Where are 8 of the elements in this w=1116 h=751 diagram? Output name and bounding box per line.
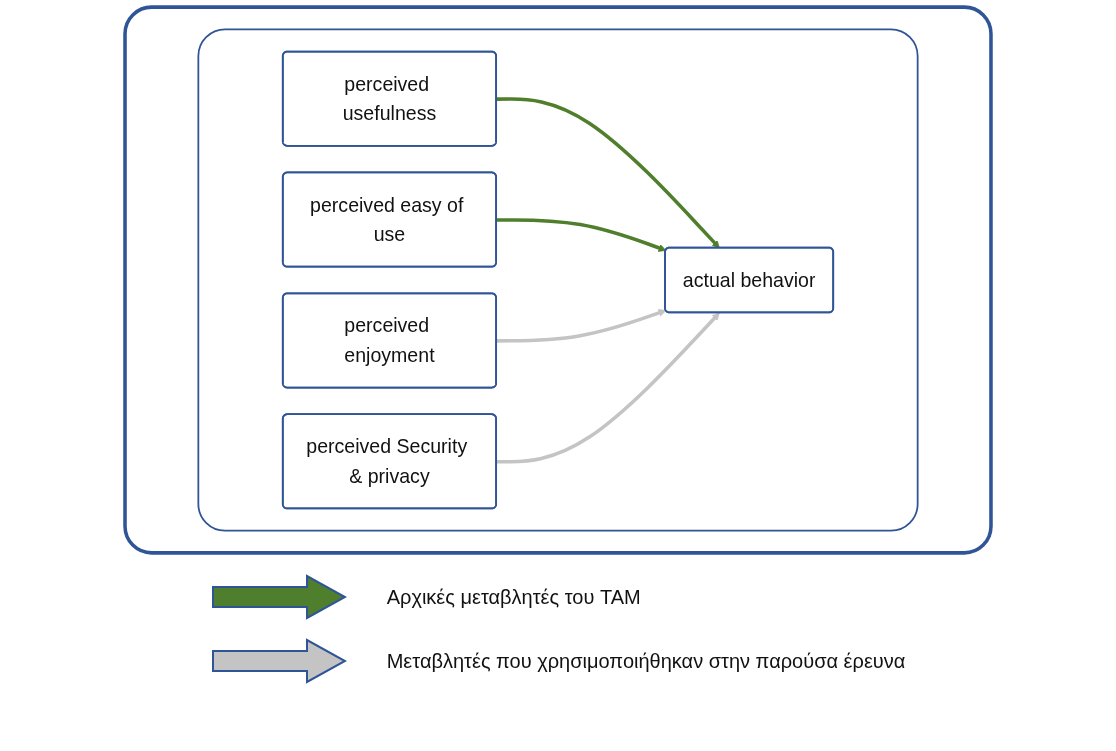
arrow bbox=[496, 312, 720, 464]
arrow bbox=[496, 309, 667, 343]
cluster bbox=[197, 28, 919, 532]
arrow bbox=[496, 97, 720, 249]
arrow bbox=[496, 218, 667, 252]
legend-text: Αρχικές μεταβλητές του TAM bbox=[386, 585, 641, 609]
cluster bbox=[123, 5, 993, 555]
legend-text: Μεταβλητές που χρησιμοποιήθηκαν στην παρούσα έρευνα bbox=[386, 649, 906, 673]
